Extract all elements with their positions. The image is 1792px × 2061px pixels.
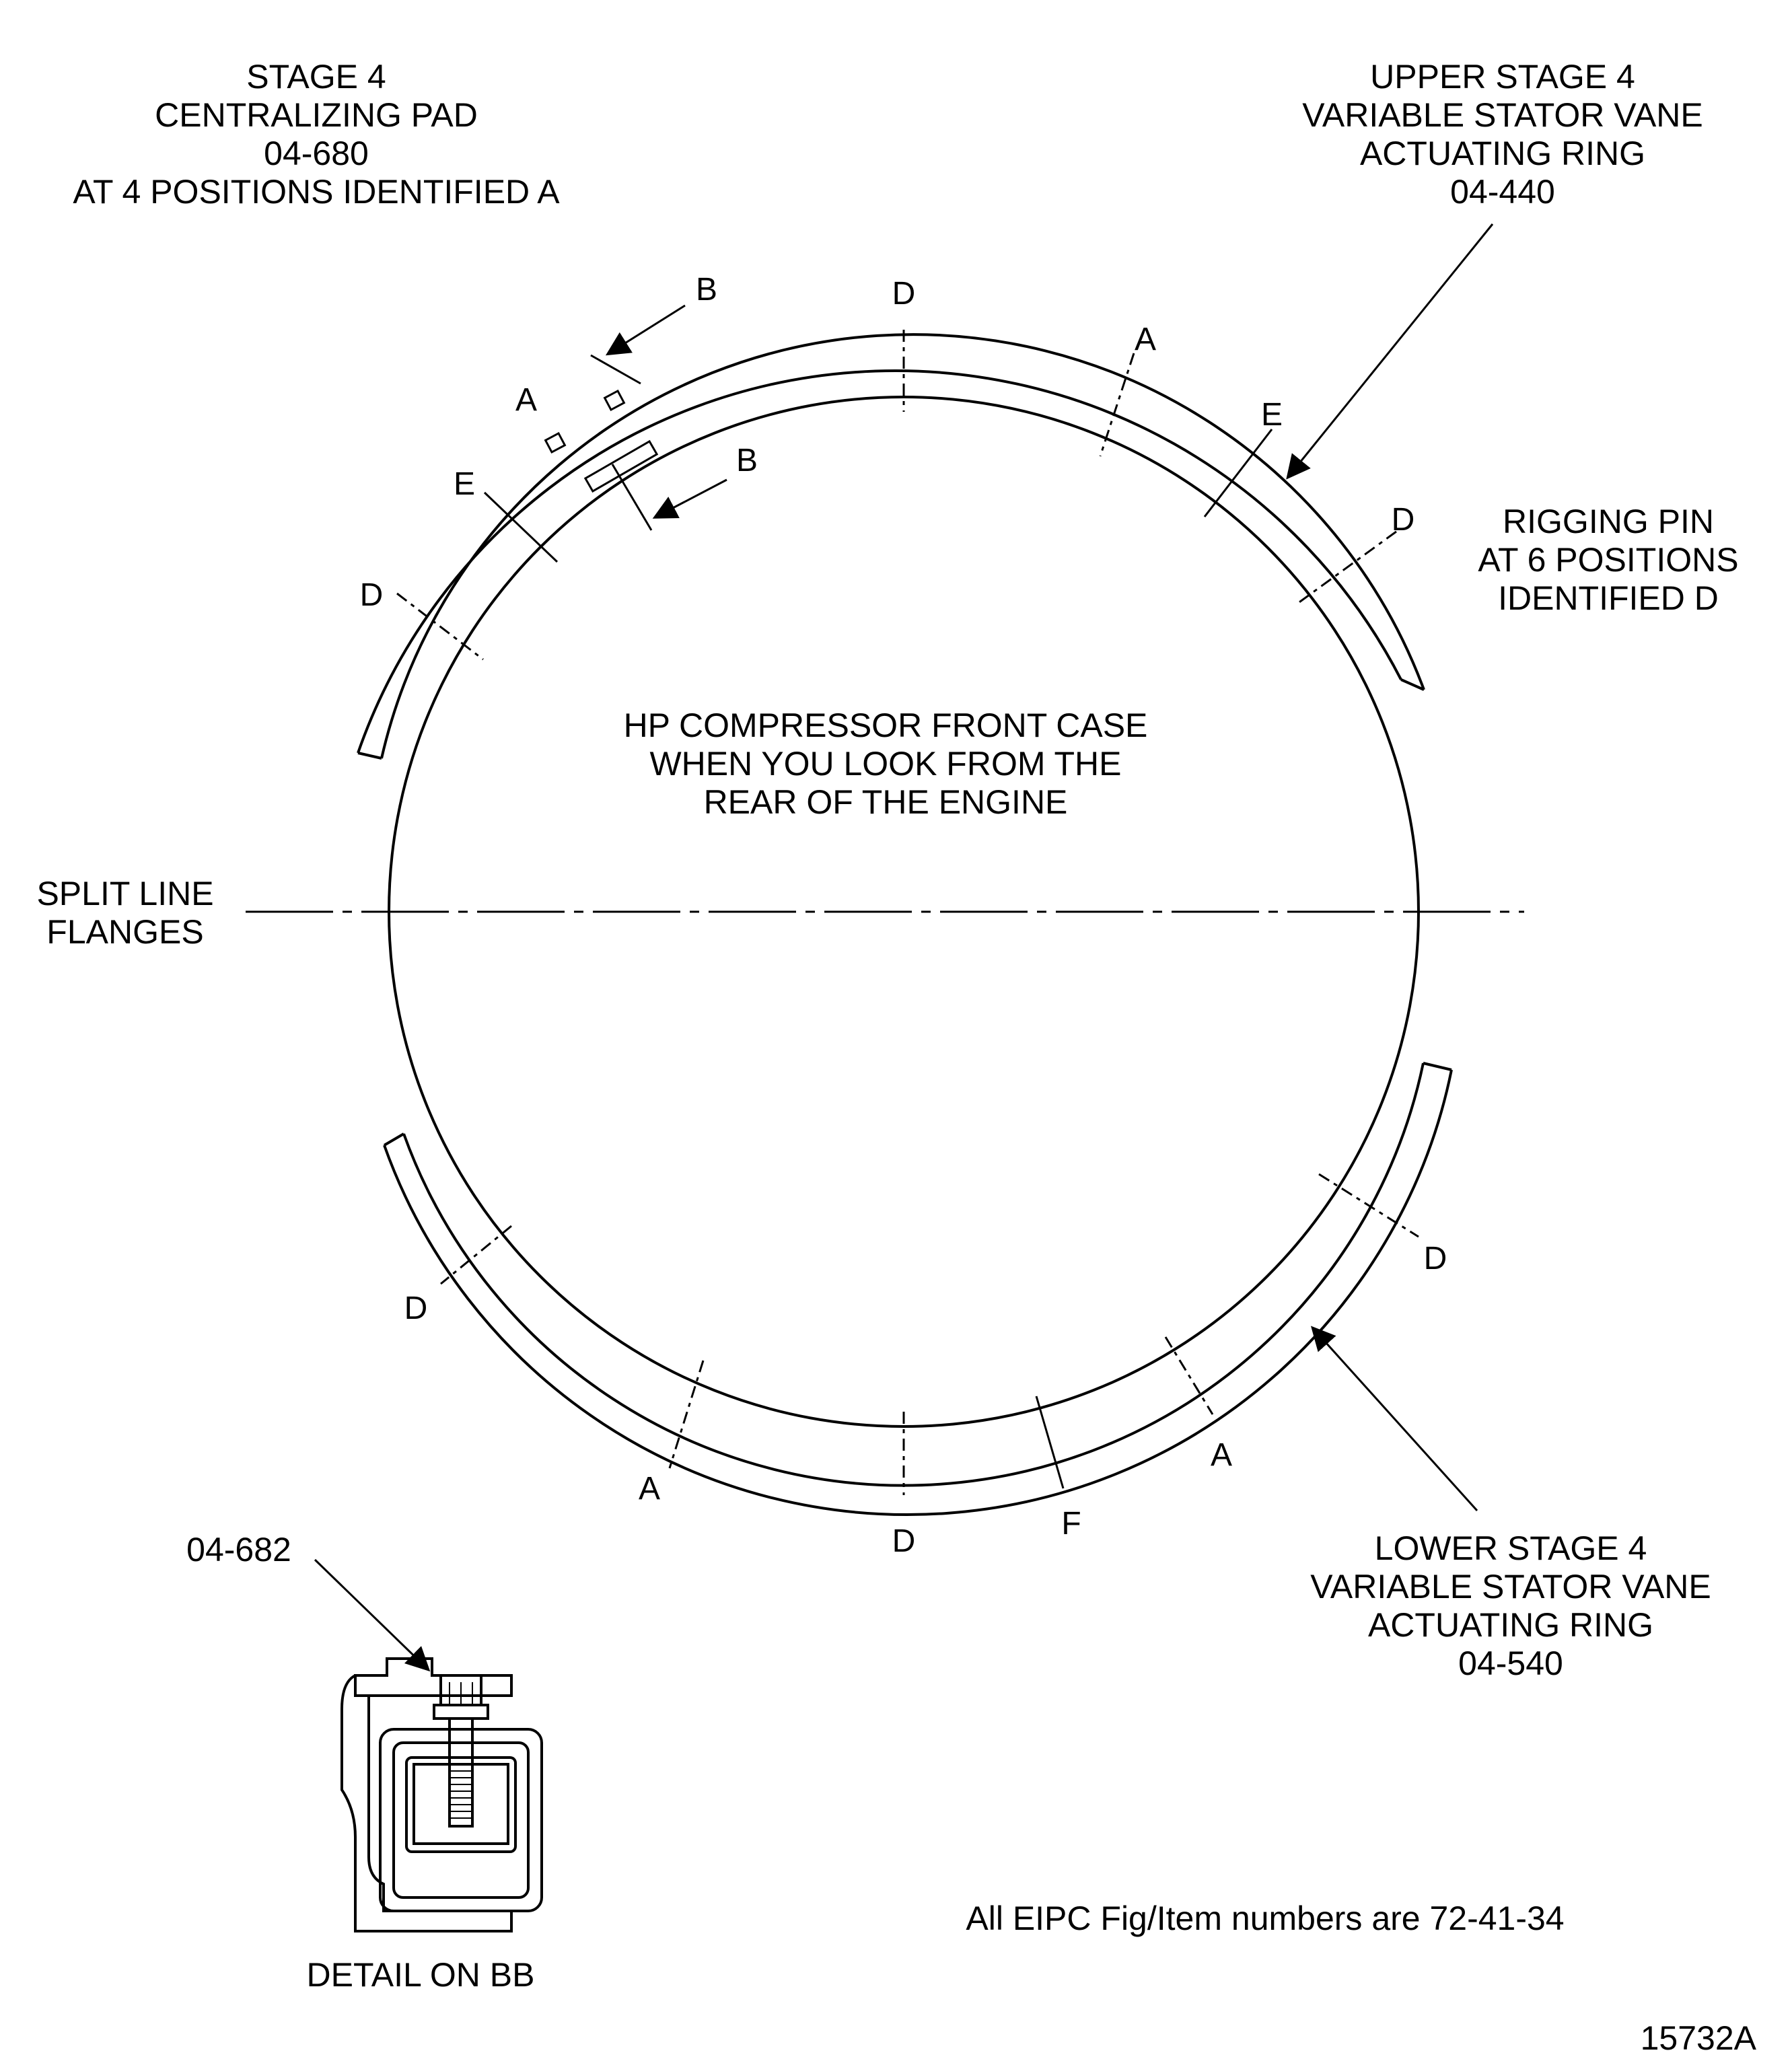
centralizing-pad: [544, 389, 659, 493]
svg-text:FLANGES: FLANGES: [46, 913, 203, 951]
marker-e-left: E: [454, 466, 475, 502]
svg-text:LOWER STAGE 4: LOWER STAGE 4: [1375, 1529, 1647, 1567]
marker-a-pad: A: [515, 382, 537, 418]
eipc-note: All EIPC Fig/Item numbers are 72-41-34: [966, 1900, 1564, 1937]
marker-a-lower-right: A: [1211, 1437, 1232, 1473]
svg-text:ACTUATING RING: ACTUATING RING: [1360, 135, 1645, 172]
leader-arrows: [314, 223, 1494, 1672]
marker-d-right: D: [1392, 502, 1415, 538]
marker-d-bottom: D: [892, 1523, 916, 1559]
figure-id: 15732A: [1641, 2019, 1757, 2057]
arrow-b-lower: [652, 478, 727, 519]
svg-text:CENTRALIZING PAD: CENTRALIZING PAD: [155, 96, 478, 134]
position-letters: B D A A E B E D D D D A A F D: [360, 272, 1447, 1559]
marker-f-bottom: F: [1061, 1506, 1081, 1542]
arrow-upper-ring: [1286, 223, 1494, 480]
bolt-part-label: 04-682: [186, 1531, 291, 1568]
bolt-thread: [449, 1682, 473, 1819]
lower-ring-label: LOWER STAGE 4 VARIABLE STATOR VANE ACTUA…: [1310, 1529, 1711, 1682]
arrow-b-top: [605, 304, 686, 356]
detail-label: DETAIL ON BB: [307, 1956, 535, 1994]
case-label: HP COMPRESSOR FRONT CASE WHEN YOU LOOK F…: [624, 707, 1148, 821]
arrow-lower-ring: [1310, 1326, 1478, 1512]
marker-e-upper-right: E: [1261, 397, 1283, 433]
svg-text:04-540: 04-540: [1458, 1644, 1563, 1682]
svg-text:VARIABLE STATOR VANE: VARIABLE STATOR VANE: [1302, 96, 1703, 134]
svg-text:AT 4 POSITIONS IDENTIFIED A: AT 4 POSITIONS IDENTIFIED A: [73, 173, 560, 211]
svg-text:AT 6 POSITIONS: AT 6 POSITIONS: [1478, 541, 1738, 579]
svg-text:RIGGING PIN: RIGGING PIN: [1503, 503, 1714, 540]
svg-text:STAGE 4: STAGE 4: [246, 58, 386, 96]
svg-text:VARIABLE STATOR VANE: VARIABLE STATOR VANE: [1310, 1568, 1711, 1605]
position-marks: [396, 330, 1419, 1495]
svg-text:ACTUATING RING: ACTUATING RING: [1368, 1606, 1653, 1644]
marker-b-lower: B: [736, 443, 758, 478]
upper-actuating-ring: [357, 333, 1425, 760]
rigging-pin-label: RIGGING PIN AT 6 POSITIONS IDENTIFIED D: [1478, 503, 1738, 617]
svg-text:WHEN YOU LOOK FROM THE: WHEN YOU LOOK FROM THE: [649, 745, 1121, 783]
split-line-label: SPLIT LINE FLANGES: [36, 875, 213, 951]
upper-ring-label: UPPER STAGE 4 VARIABLE STATOR VANE ACTUA…: [1302, 58, 1703, 211]
marker-d-lower-right: D: [1424, 1241, 1447, 1276]
svg-text:UPPER STAGE 4: UPPER STAGE 4: [1370, 58, 1635, 96]
svg-text:04-440: 04-440: [1450, 173, 1555, 211]
marker-a-upper-right: A: [1135, 322, 1156, 357]
detail-bb-bracket: [341, 1657, 543, 1932]
svg-text:REAR OF THE ENGINE: REAR OF THE ENGINE: [704, 783, 1068, 821]
svg-text:04-680: 04-680: [264, 135, 369, 172]
arrow-bolt: [314, 1558, 431, 1672]
marker-d-left: D: [360, 577, 384, 613]
svg-text:IDENTIFIED D: IDENTIFIED D: [1498, 579, 1719, 617]
marker-b-top: B: [696, 272, 717, 308]
centralizing-pad-label: STAGE 4 CENTRALIZING PAD 04-680 AT 4 POS…: [73, 58, 560, 211]
svg-text:HP COMPRESSOR FRONT CASE: HP COMPRESSOR FRONT CASE: [624, 707, 1148, 744]
marker-a-lower-left: A: [639, 1471, 660, 1507]
lower-actuating-ring: [383, 1062, 1453, 1516]
svg-text:SPLIT LINE: SPLIT LINE: [36, 875, 213, 912]
marker-d-lower-left: D: [404, 1291, 428, 1326]
marker-d-top: D: [892, 276, 916, 312]
